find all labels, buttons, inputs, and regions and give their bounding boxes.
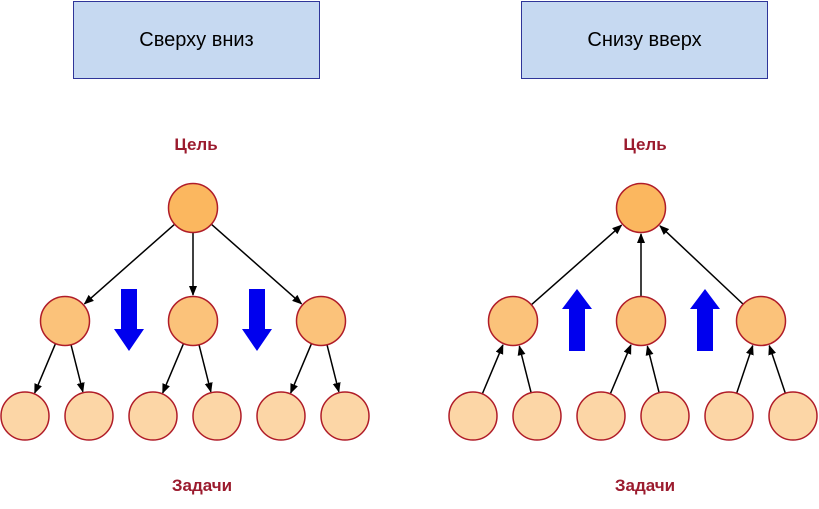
right-mid-node-1 xyxy=(615,295,667,347)
left-tasks-label: Задачи xyxy=(171,476,233,495)
right-task-node-5 xyxy=(768,391,818,441)
right-edge-leaf-mid-2-1 xyxy=(768,344,787,394)
left-edge-mid-leaf-2-0 xyxy=(290,343,312,394)
right-edge-mid-goal-0 xyxy=(531,224,623,306)
left-goal-node xyxy=(167,182,219,234)
left-mid-node-1 xyxy=(167,295,219,347)
right-mid-node-0 xyxy=(487,295,539,347)
bottom-up-title-box: Снизу вверх xyxy=(521,1,768,79)
right-edge-leaf-mid-2-0 xyxy=(735,344,754,394)
right-goal-node xyxy=(615,182,667,234)
right-task-node-3 xyxy=(640,391,690,441)
right-mid-node-2 xyxy=(735,295,787,347)
right-task-node-4 xyxy=(704,391,754,441)
right-flow-arrow-up-icon-0 xyxy=(562,289,592,351)
right-task-node-1 xyxy=(512,391,562,441)
right-flow-arrow-up-icon-1 xyxy=(690,289,720,351)
right-edge-leaf-mid-1-1 xyxy=(645,345,660,393)
right-edge-leaf-mid-0-1 xyxy=(517,345,532,393)
left-mid-node-0 xyxy=(39,295,91,347)
right-tasks-label: Задачи xyxy=(614,476,676,495)
left-edge-mid-leaf-0-0 xyxy=(34,343,56,394)
right-edge-mid-goal-2 xyxy=(659,225,744,305)
left-flow-arrow-down-icon-1 xyxy=(242,289,272,351)
left-edge-mid-leaf-2-1 xyxy=(326,345,341,393)
top-down-title-box: Сверху вниз xyxy=(73,1,320,79)
left-task-node-5 xyxy=(320,391,370,441)
top-down-title: Сверху вниз xyxy=(139,28,254,51)
left-edge-goal-mid-2 xyxy=(211,223,303,305)
left-task-node-2 xyxy=(128,391,178,441)
right-task-node-0 xyxy=(448,391,498,441)
left-edge-goal-mid-0 xyxy=(83,223,175,305)
left-flow-arrow-down-icon-0 xyxy=(114,289,144,351)
left-goal-label: Цель xyxy=(174,135,218,154)
right-edge-leaf-mid-1-0 xyxy=(609,344,632,395)
left-task-node-3 xyxy=(192,391,242,441)
left-edge-mid-leaf-1-0 xyxy=(162,343,184,394)
bottom-up-title: Снизу вверх xyxy=(587,28,702,51)
left-edge-mid-leaf-1-1 xyxy=(198,345,213,393)
right-edge-leaf-mid-0-0 xyxy=(481,344,504,395)
right-task-node-2 xyxy=(576,391,626,441)
right-goal-label: Цель xyxy=(623,135,667,154)
left-mid-node-2 xyxy=(295,295,347,347)
left-task-node-1 xyxy=(64,391,114,441)
left-task-node-0 xyxy=(0,391,50,441)
left-task-node-4 xyxy=(256,391,306,441)
left-edge-mid-leaf-0-1 xyxy=(70,345,85,393)
